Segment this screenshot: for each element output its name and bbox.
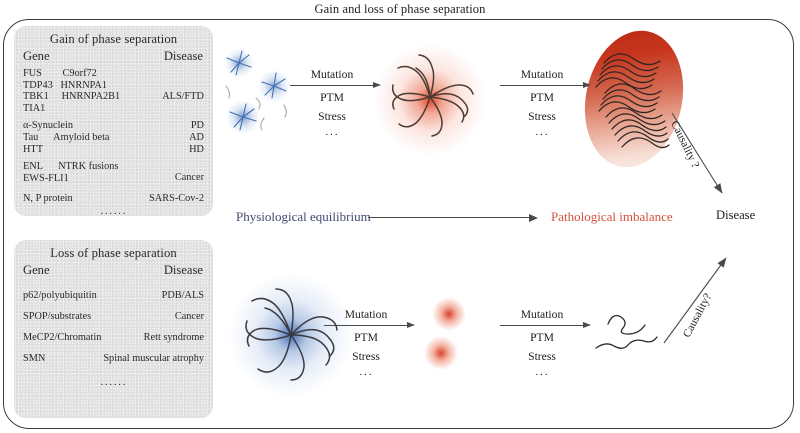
panel-loss-column-headers: Gene Disease: [14, 261, 213, 278]
disease-cell: Cancer: [174, 311, 204, 322]
process-line-ptm: PTM: [530, 91, 554, 104]
process-line-mutation: Mutation: [344, 308, 388, 321]
gene-cell: SMN: [23, 353, 46, 364]
gene-line: ENL NTRK fusions: [23, 161, 119, 173]
equilibrium-transition-arrow: [368, 214, 538, 222]
blue-monomer-glow-3: [226, 100, 260, 134]
gene-cell: p62/polyubiquitin: [23, 290, 97, 301]
process-label-top-right: Mutation PTM Stress ···: [494, 65, 591, 145]
process-line-mutation: Mutation: [520, 68, 564, 81]
red-droplet-1: [432, 297, 466, 331]
red-droplet-2: [424, 336, 458, 370]
process-arrow: [290, 82, 381, 89]
process-label-bottom-right: Mutation PTM Stress ···: [494, 305, 591, 385]
disease-line: PD: [190, 120, 204, 132]
process-line-ptm: PTM: [530, 331, 554, 344]
disease-cell: PDB/ALS: [161, 290, 204, 301]
disease-line: SARS-Cov-2: [149, 193, 204, 205]
panel-gain-column-headers: Gene Disease: [14, 47, 213, 64]
table-row: FUS C9orf72 TDP43 HNRNPA1 TBK1 HNRNPA2B1…: [14, 68, 213, 114]
gene-line: EWS-FLI1: [23, 172, 69, 184]
process-line-stress: Stress: [352, 350, 380, 363]
disease-endpoint-label: Disease: [716, 208, 756, 222]
disease-line: AD: [189, 131, 204, 143]
causality-label-bottom: Causality?: [681, 291, 715, 340]
disease-cell: SARS-Cov-2: [149, 193, 204, 205]
blue-monomer-glow-1: [224, 48, 254, 78]
process-line-mutation: Mutation: [520, 308, 564, 321]
panel-loss-col-disease: Disease: [163, 263, 203, 277]
panel-gain-col-gene: Gene: [23, 49, 50, 63]
fibril-body: [572, 21, 696, 177]
process-ellipsis: ···: [325, 129, 339, 141]
gene-line: TBK1 HNRNPA2B1: [23, 91, 121, 103]
panel-loss-of-phase-separation: Loss of phase separation Gene Disease p6…: [14, 240, 213, 418]
table-row: N, P protein SARS-Cov-2: [14, 193, 213, 205]
disease-cell: Rett syndrome: [143, 332, 204, 343]
disease-cell: Spinal muscular atrophy: [103, 353, 204, 364]
unfolded-strands: [595, 314, 658, 349]
table-row: SMN Spinal muscular atrophy: [14, 353, 213, 364]
panel-loss-col-gene: Gene: [23, 263, 50, 277]
process-line-mutation: Mutation: [310, 68, 354, 81]
pathological-imbalance-label: Pathological imbalance: [551, 209, 673, 224]
red-condensate-glow: [372, 42, 488, 158]
gene-line: HTT: [23, 143, 44, 155]
panel-gain-heading: Gain of phase separation: [49, 32, 178, 46]
panel-gain-of-phase-separation: Gain of phase separation Gene Disease FU…: [14, 26, 213, 220]
gene-cell: SPOP/substrates: [23, 311, 92, 322]
panel-gain-ellipsis: ······: [100, 208, 127, 220]
panel-loss-ellipsis: ······: [100, 380, 127, 391]
process-arrow: [324, 322, 415, 329]
disease-line: Cancer: [174, 172, 204, 184]
gene-cell: FUS C9orf72 TDP43 HNRNPA1 TBK1 HNRNPA2B1…: [23, 68, 120, 114]
gene-line: TIA1: [23, 102, 46, 114]
process-label-bottom-left: Mutation PTM Stress ···: [318, 305, 415, 385]
gene-line: Tau Amyloid beta: [23, 131, 110, 143]
process-line-stress: Stress: [318, 110, 346, 123]
process-label-top-left: Mutation PTM Stress ···: [284, 65, 381, 145]
disease-cell: Cancer: [175, 172, 204, 184]
table-row: ENL NTRK fusions EWS-FLI1 Cancer: [14, 161, 213, 184]
disease-cell: ALS/FTD: [162, 91, 204, 103]
panel-loss-heading: Loss of phase separation: [50, 246, 177, 260]
gene-cell: α-Synuclein Tau Amyloid beta HTT: [23, 120, 110, 155]
table-row: α-Synuclein Tau Amyloid beta HTT PD AD H…: [14, 120, 213, 155]
gene-cell: N, P protein: [23, 193, 73, 205]
figure-title: Gain and loss of phase separation: [314, 2, 486, 16]
process-line-ptm: PTM: [354, 331, 378, 344]
table-row: MeCP2/Chromatin Rett syndrome: [14, 332, 213, 343]
disease-line: ALS/FTD: [162, 91, 204, 102]
gene-line: FUS C9orf72: [23, 68, 97, 79]
gene-cell: MeCP2/Chromatin: [23, 332, 102, 343]
gene-line: α-Synuclein: [23, 120, 74, 132]
process-line-stress: Stress: [528, 110, 556, 123]
process-ellipsis: ···: [535, 369, 549, 381]
table-row: SPOP/substrates Cancer: [14, 311, 213, 322]
process-arrow: [500, 322, 591, 329]
physiological-equilibrium-label: Physiological equilibrium: [236, 209, 371, 224]
gene-line: TDP43 HNRNPA1: [23, 79, 108, 91]
causality-label-top: Causality ?: [668, 119, 702, 171]
process-ellipsis: ···: [359, 369, 373, 381]
panel-gain-col-disease: Disease: [163, 49, 203, 63]
disease-line: HD: [189, 143, 204, 155]
table-row: p62/polyubiquitin PDB/ALS: [14, 290, 213, 301]
process-line-stress: Stress: [528, 350, 556, 363]
process-line-ptm: PTM: [320, 91, 344, 104]
process-ellipsis: ···: [535, 129, 549, 141]
gene-line: N, P protein: [23, 193, 73, 205]
process-arrow: [500, 82, 591, 89]
disease-cell: PD AD HD: [189, 120, 204, 155]
gene-cell: ENL NTRK fusions EWS-FLI1: [23, 161, 118, 184]
